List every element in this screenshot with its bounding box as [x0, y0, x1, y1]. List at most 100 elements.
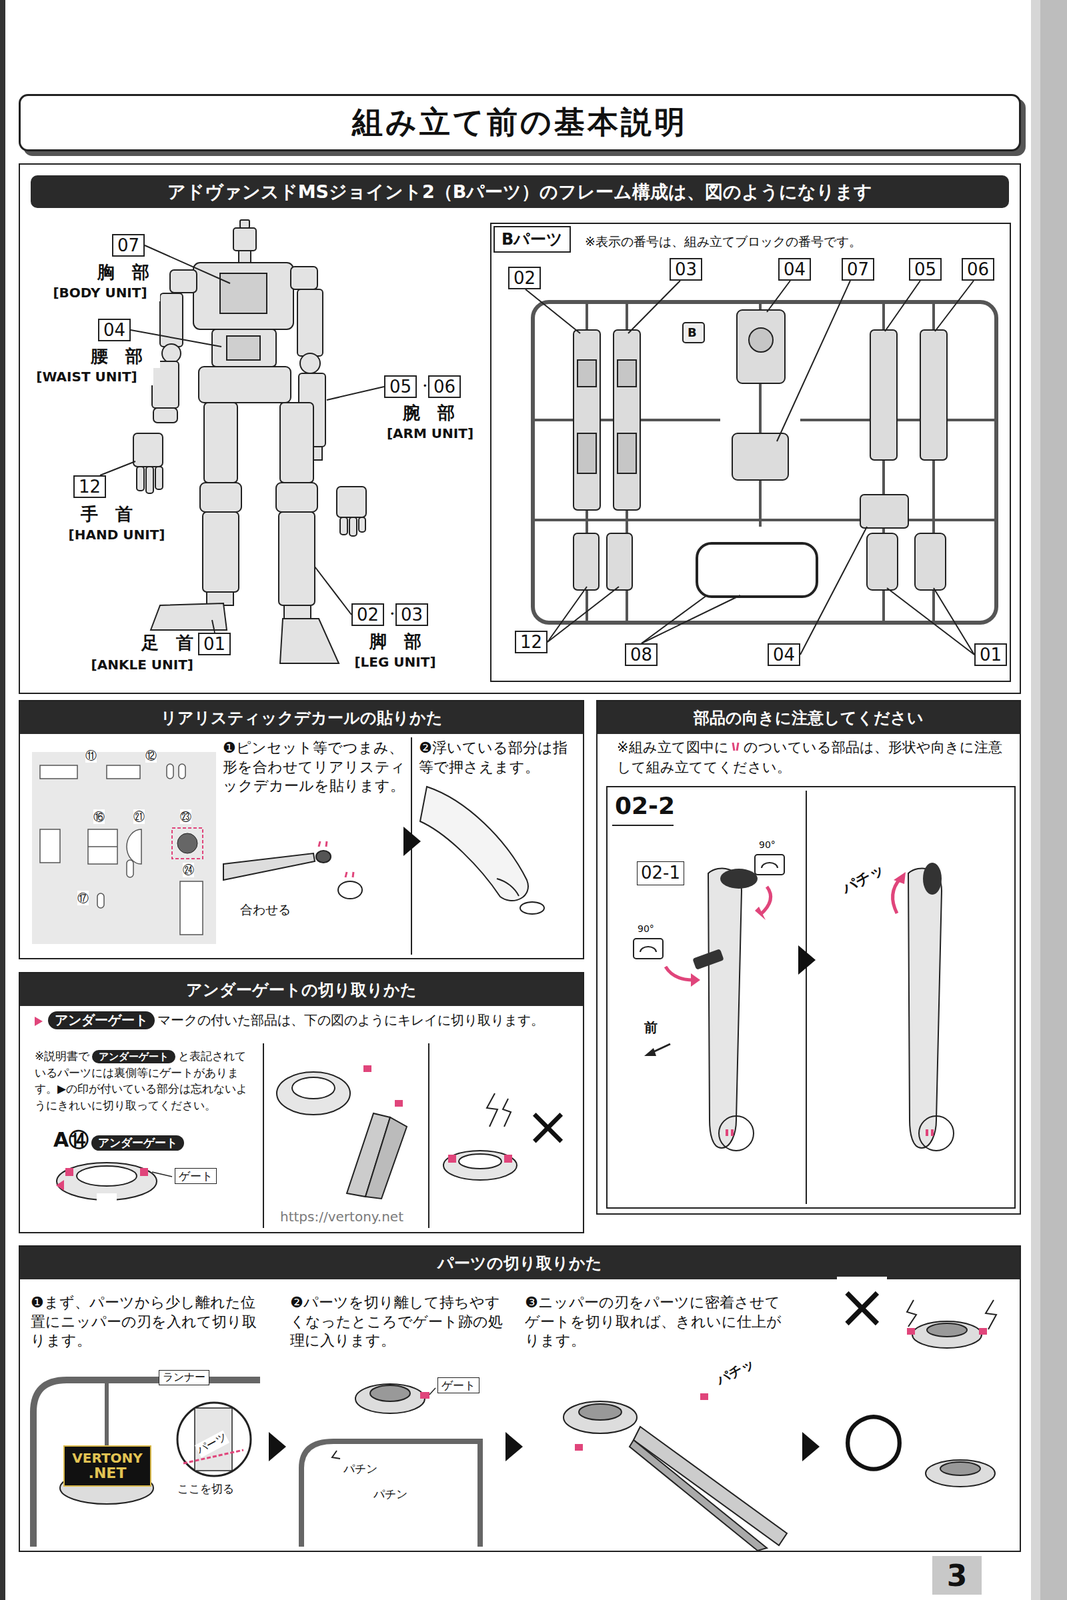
leader-line [641, 595, 741, 644]
cutting-figure [563, 1401, 637, 1434]
callout-number: 03 [669, 258, 703, 281]
decal-number: ㉑ [133, 809, 145, 825]
number-text: 05 [914, 259, 937, 280]
logo-text: VERTONY [67, 1451, 148, 1466]
finger-drawing [420, 786, 529, 901]
cutting-figure [912, 1321, 982, 1349]
runner-illustration [800, 418, 997, 422]
parts-box: Bパーツ※表示の番号は、組み立てブロックの番号です。02030407050612… [490, 222, 1011, 683]
runner-illustration [914, 533, 946, 591]
frame-skeleton [290, 266, 318, 290]
sound-effect: パチッ [713, 1355, 757, 1390]
undergate-figure [76, 1166, 137, 1187]
orientation-figure [665, 966, 694, 981]
decal-sheet [32, 752, 217, 945]
cutting-figure [940, 1462, 981, 1476]
undergate-badge: アンダーゲート [92, 1050, 176, 1064]
unit-name-en: [LEG UNIT] [340, 653, 451, 671]
tweezers-drawing [345, 872, 347, 878]
sound-effect: パチン [343, 1461, 378, 1477]
leader-line [766, 280, 791, 313]
leader-line [212, 620, 215, 633]
number-text: 02 [356, 604, 379, 625]
frame-skeleton [276, 482, 318, 513]
watermark-logo: VERTONY.NET [63, 1445, 152, 1488]
callout-number: 04 [767, 643, 801, 667]
watermark: https://vertony.net [280, 1208, 404, 1226]
frame-skeleton [284, 605, 311, 619]
callout-number: 06 [428, 375, 461, 399]
callout-number: 05 [384, 375, 417, 399]
runner-illustration [920, 330, 947, 461]
undergate-figure [262, 1043, 265, 1229]
frame-skeleton [146, 466, 154, 494]
orientation-figure [760, 886, 771, 915]
runner-illustration [573, 310, 947, 591]
number-text: 02 [513, 268, 536, 289]
finger-drawing [520, 902, 545, 915]
cutting-figure [177, 1403, 251, 1477]
cutting-figure [700, 1393, 709, 1401]
decal-sheet [40, 765, 78, 779]
runner-illustration [532, 302, 997, 623]
step-text: ❷浮いている部分は指等で押さえます。 [418, 738, 579, 777]
orientation-figure [918, 1116, 954, 1152]
frame-skeleton [280, 402, 314, 483]
part-number: A⑭ [53, 1128, 89, 1152]
orientation-figure [908, 868, 942, 1149]
decal-sheet [40, 764, 203, 935]
undergate-figure [428, 1043, 430, 1229]
number-text: 01 [203, 634, 226, 655]
runner-illustration [732, 433, 789, 481]
runner-illustration [606, 533, 633, 591]
runner-illustration [866, 533, 898, 591]
direction-label: 前 [644, 1018, 658, 1037]
leader-line [100, 461, 136, 476]
cutting-figure [925, 1460, 995, 1488]
orientation-figure [754, 906, 766, 921]
orientation-figure [606, 786, 1015, 1209]
leader-line [641, 595, 707, 644]
page-number: 3 [932, 1556, 982, 1596]
page-edge [1030, 0, 1041, 1600]
section-panel: アドヴァンスドMSジョイント2（Bパーツ）のフレーム構成は、図のようになります0… [18, 163, 1021, 695]
cutting-figure [420, 1392, 430, 1400]
orientation-figure [633, 938, 663, 959]
orientation-figure [805, 790, 807, 1205]
page-edge [1030, 0, 1067, 1600]
frame-skeleton [170, 270, 197, 293]
frame-skeleton [152, 361, 179, 409]
callout-number: 03 [395, 603, 429, 627]
number-text: 07 [117, 235, 140, 256]
undergate-figure [152, 1172, 173, 1178]
decal-sheet [106, 765, 141, 779]
caution-mark [736, 742, 739, 751]
correct-mark: ○ [841, 1400, 906, 1474]
callout-number: 06 [961, 258, 995, 281]
step-text: ❸ニッパーの刃をパーツに密着させてゲートを切り取れば、きれいに仕上がります。 [524, 1293, 792, 1352]
part-callout: A⑭アンダーゲート [53, 1125, 254, 1156]
frame-skeleton [233, 228, 257, 251]
finger-drawing [420, 786, 545, 915]
frame-skeleton [202, 512, 239, 593]
frame-skeleton [198, 366, 291, 403]
callout-number: 07 [841, 258, 875, 281]
frame-skeleton [162, 344, 181, 363]
separator: ・ [384, 604, 396, 625]
leader-line [314, 566, 352, 615]
runner-illustration [736, 310, 785, 384]
decal-sheet [88, 846, 118, 848]
undergate-figure [502, 1099, 511, 1128]
callout-number: 01 [974, 643, 1007, 667]
number-text: 04 [772, 644, 795, 665]
number-text: 08 [630, 644, 653, 665]
frame-skeleton [297, 289, 323, 357]
cutting-figure [578, 1404, 622, 1421]
caution-mark [732, 742, 735, 751]
frame-skeleton [340, 517, 348, 535]
frame-skeleton [220, 273, 267, 314]
runner-illustration [573, 533, 599, 591]
runner-illustration [532, 518, 997, 522]
leader-line [326, 386, 385, 401]
frame-skeleton [278, 512, 315, 606]
